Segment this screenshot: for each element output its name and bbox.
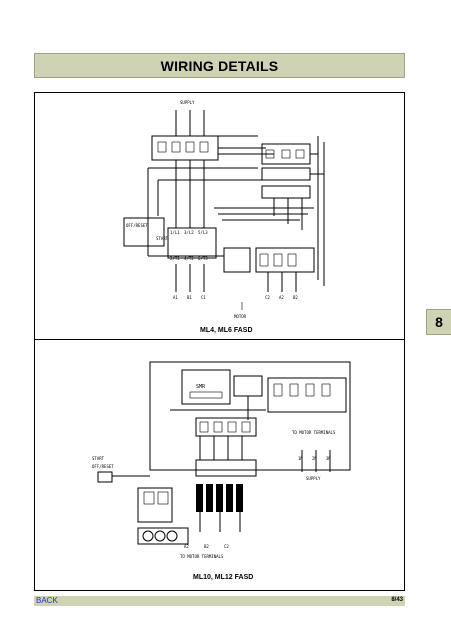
to-motor-terminals-label-top: TO MOTOR TERMINALS bbox=[292, 430, 336, 435]
smr-label: SMR bbox=[196, 384, 206, 390]
svg-text:1N: 1N bbox=[298, 456, 303, 461]
svg-text:B2: B2 bbox=[204, 544, 209, 549]
page-number: 8/43 bbox=[391, 597, 403, 603]
page-title: WIRING DETAILS bbox=[160, 57, 279, 74]
back-link[interactable]: BACK bbox=[36, 596, 58, 605]
svg-text:A1: A1 bbox=[173, 295, 178, 300]
diagram1-caption: ML4, ML6 FASD bbox=[200, 327, 253, 334]
svg-text:3N: 3N bbox=[326, 456, 331, 461]
supply-label: SUPPLY bbox=[180, 100, 195, 105]
svg-text:A2: A2 bbox=[279, 295, 284, 300]
svg-text:1/L1: 1/L1 bbox=[170, 230, 180, 235]
diagram-frame bbox=[34, 92, 405, 591]
diagram-divider bbox=[34, 339, 405, 340]
svg-text:B1: B1 bbox=[187, 295, 192, 300]
svg-text:5/L3: 5/L3 bbox=[198, 230, 208, 235]
svg-text:A2: A2 bbox=[184, 544, 189, 549]
svg-text:6/T3: 6/T3 bbox=[198, 256, 208, 261]
section-tab[interactable]: 8 bbox=[426, 309, 451, 335]
svg-text:4/T2: 4/T2 bbox=[184, 256, 194, 261]
off-reset-label-2: OFF/RESET bbox=[92, 464, 114, 469]
start-label-2: START bbox=[92, 456, 105, 461]
supply-label-2: SUPPLY bbox=[306, 476, 321, 481]
to-motor-terminals-label-bottom: TO MOTOR TERMINALS bbox=[180, 554, 224, 559]
svg-text:2N: 2N bbox=[312, 456, 317, 461]
footer-bar bbox=[34, 596, 405, 606]
page-title-bar: WIRING DETAILS bbox=[34, 53, 405, 78]
svg-text:C2: C2 bbox=[224, 544, 229, 549]
wiring-diagram-ml4-ml6: SUPPLY OFF/RESET START 1/L1 3/L2 5/L3 2/… bbox=[123, 100, 325, 319]
motor-label: MOTOR bbox=[234, 314, 247, 319]
section-tab-label: 8 bbox=[435, 314, 443, 330]
diagram2-caption: ML10, ML12 FASD bbox=[193, 574, 254, 581]
svg-text:3/L2: 3/L2 bbox=[184, 230, 194, 235]
svg-text:C1: C1 bbox=[201, 295, 206, 300]
wiring-diagram-ml10-ml12: SMR TO MOTOR TERMINALS 1N 2N 3N SUPPLY O… bbox=[92, 361, 351, 559]
svg-text:C2: C2 bbox=[265, 295, 270, 300]
off-reset-label: OFF/RESET bbox=[126, 223, 148, 228]
start-label: START bbox=[156, 236, 169, 241]
svg-text:B2: B2 bbox=[293, 295, 298, 300]
svg-text:2/T1: 2/T1 bbox=[170, 256, 180, 261]
